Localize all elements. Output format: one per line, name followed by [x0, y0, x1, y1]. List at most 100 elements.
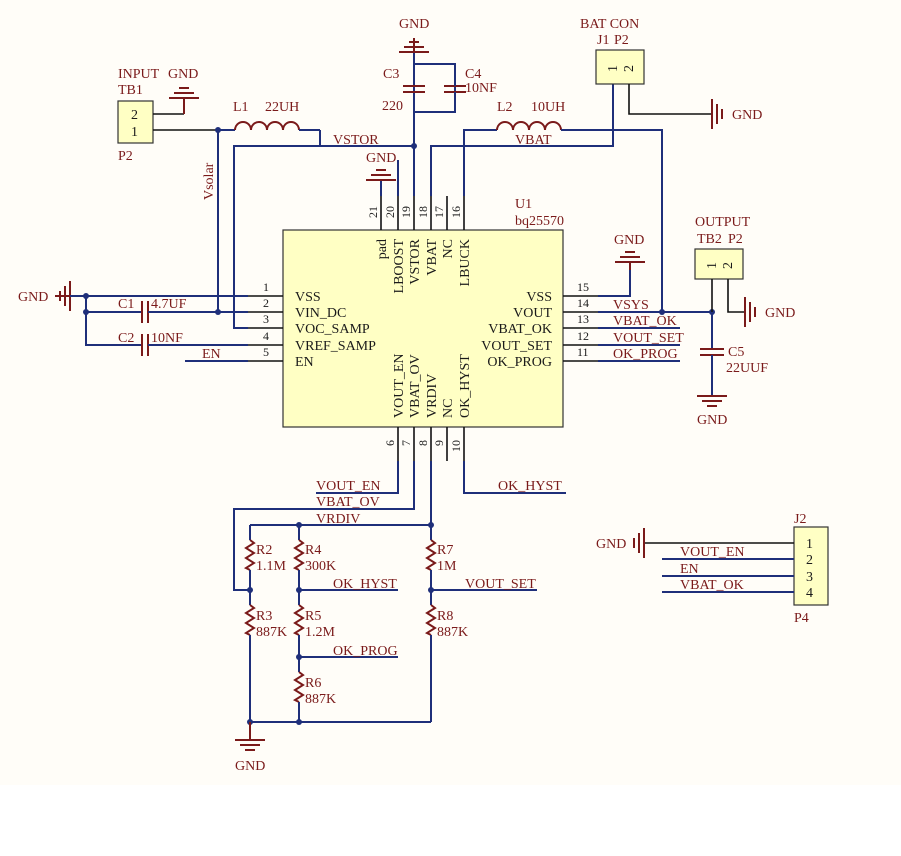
output-designator: TB2 [697, 232, 722, 247]
u1-pin-16-number: 16 [449, 206, 463, 218]
en-net-label-left: EN [202, 347, 221, 362]
r5-value: 1.2M [305, 625, 336, 640]
r7-designator: R7 [437, 543, 453, 558]
r7-zigzag [424, 539, 437, 571]
u1-pin-1-number: 1 [263, 280, 269, 294]
u1-pin-4-number: 4 [263, 329, 269, 343]
inductor-l2: L2 10UH [463, 100, 663, 312]
u1-pin-8-number: 8 [416, 440, 430, 446]
u1-pin-19-name: VSTOR [408, 238, 423, 284]
bat-con-body [595, 49, 645, 85]
j2-pin-1: 1 [806, 537, 813, 552]
u1-pin-15-name: VSS [526, 290, 552, 305]
j2-pin-3: 3 [806, 570, 813, 585]
u1-designator: U1 [515, 197, 532, 212]
output-title: OUTPUT [695, 215, 751, 230]
u1-pin-12-number: 12 [577, 329, 589, 343]
divider-gnd-label: GND [235, 759, 265, 774]
r3-zigzag [243, 604, 256, 636]
vsys-net-label: VSYS [613, 298, 649, 313]
pad-gnd-label: GND [366, 151, 396, 166]
ok-hyst-net-label-divider: OK_HYST [333, 577, 397, 592]
l2-value: 10UH [531, 100, 565, 115]
vout-set-net-label: VOUT_SET [613, 331, 684, 346]
r4-zigzag [292, 539, 305, 571]
output-connector-tb2: OUTPUT TB2 P2 1 2 GND GND C5 22UUF [694, 215, 795, 428]
u1-pin-13-number: 13 [577, 312, 589, 326]
u1-pin-2-number: 2 [263, 296, 269, 310]
u1-chip: U1 bq25570 1 VSS 2 VIN_DC 3 VOC_SAMP [248, 196, 598, 461]
right-nets: GND VSYS VBAT_OK VOUT_SET OK_PROG [598, 233, 715, 362]
input-connector-tb1: INPUT TB1 2 1 P2 GND [117, 67, 218, 164]
u1-pin-1-name: VSS [295, 290, 321, 305]
r7-value: 1M [437, 559, 457, 574]
vss-gnd-label: GND [614, 233, 644, 248]
u1-pin-6-name: VOUT_EN [392, 353, 407, 418]
u1-pin-20-number: 20 [383, 206, 397, 218]
vout-en-net-label-bottom: VOUT_EN [316, 479, 381, 494]
input-connector-body [117, 100, 154, 144]
u1-pin-13-name: VBAT_OK [488, 322, 552, 337]
u1-pin-17-number: 17 [432, 206, 446, 218]
capacitors-c1-c2: GND C1 4.7UF C2 10NF [18, 281, 248, 356]
j2-gnd-label: GND [596, 537, 626, 552]
u1-part-number: bq25570 [515, 214, 564, 229]
j2-designator: J2 [794, 512, 806, 527]
r5-zigzag [292, 604, 305, 636]
c5-gnd-label: GND [697, 413, 727, 428]
u1-pin-18-name: VBAT [425, 239, 440, 276]
u1-pin-7-name: VBAT_OV [408, 354, 423, 418]
u1-pin-7-number: 7 [399, 440, 413, 446]
u1-pin-12-name: VOUT_SET [481, 339, 552, 354]
r6-designator: R6 [305, 676, 321, 691]
capacitors-c3-c4: GND C3 220 C4 10NF [382, 17, 497, 114]
u1-pin-9-name: NC [441, 399, 456, 418]
c5-designator: C5 [728, 345, 744, 360]
ok-prog-net-label: OK_PROG [613, 347, 678, 362]
u1-pin-14-number: 14 [577, 296, 589, 310]
r8-zigzag [424, 604, 437, 636]
u1-pin-4-name: VREF_SAMP [295, 339, 376, 354]
bat-con-pin-2: 2 [622, 65, 637, 72]
u1-pin-10-name: OK_HYST [458, 354, 473, 418]
u1-pin-11-number: 11 [577, 345, 589, 359]
j2-pin-4: 4 [806, 586, 813, 601]
u1-pin-9-number: 9 [432, 440, 446, 446]
u1-pin-15-number: 15 [577, 280, 589, 294]
bat-con-designator: J1 [597, 33, 609, 48]
u1-pin-14-name: VOUT [513, 306, 552, 321]
u1-pin-21-name: pad [375, 239, 390, 259]
u1-pin-16-name: LBUCK [458, 239, 473, 286]
u1-pin-5-name: EN [295, 355, 314, 370]
output-pin-1: 1 [705, 262, 720, 269]
j2-vbat-ok-label: VBAT_OK [680, 578, 744, 593]
resistor-divider-network: VOUT_EN VBAT_OV VRDIV OK_HYST R2 1.1M R3… [233, 461, 566, 774]
c4-designator: C4 [465, 67, 481, 82]
output-footprint: P2 [728, 232, 743, 247]
r6-zigzag [292, 671, 305, 703]
j2-pin-2: 2 [806, 553, 813, 568]
u1-pin-3-name: VOC_SAMP [295, 322, 370, 337]
r3-designator: R3 [256, 609, 272, 624]
u1-pin-17-name: NC [441, 239, 456, 258]
bat-connector-j1: BAT CON J1 P2 1 2 GND [580, 17, 762, 129]
vbat-ov-net-label: VBAT_OV [316, 495, 380, 510]
u1-pin-11-name: OK_PROG [487, 355, 552, 370]
input-designator: TB1 [118, 83, 143, 98]
vsolar-net-label: Vsolar [202, 162, 217, 200]
l2-designator: L2 [497, 100, 513, 115]
r8-value: 887K [437, 625, 468, 640]
c5-value: 22UUF [726, 361, 768, 376]
u1-pin-18-number: 18 [416, 206, 430, 218]
u1-pin-8-name: VRDIV [425, 374, 440, 418]
r4-value: 300K [305, 559, 336, 574]
input-pin-1: 1 [131, 125, 138, 140]
u1-pin-20-name: LBOOST [392, 239, 407, 294]
input-gnd-label: GND [168, 67, 198, 82]
c4-value: 10NF [465, 81, 497, 96]
bat-con-title: BAT CON [580, 17, 639, 32]
c3-value: 220 [382, 99, 403, 114]
vstor-net-label: VSTOR [333, 133, 379, 148]
u1-pin-2-name: VIN_DC [295, 306, 346, 321]
l1-value: 22UH [265, 100, 299, 115]
